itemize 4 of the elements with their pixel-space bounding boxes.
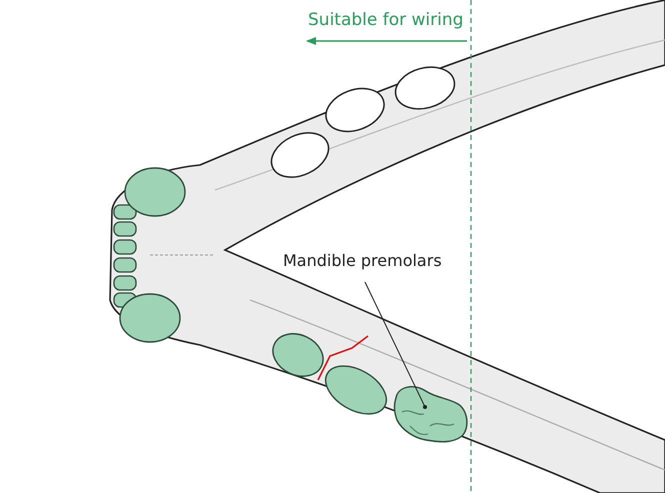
leader-line: [364, 282, 427, 409]
annotation-text: Suitable for wiring: [308, 10, 464, 30]
premolar-tooth-drawing: [394, 386, 468, 442]
part-label: Mandible premolars: [283, 251, 442, 270]
